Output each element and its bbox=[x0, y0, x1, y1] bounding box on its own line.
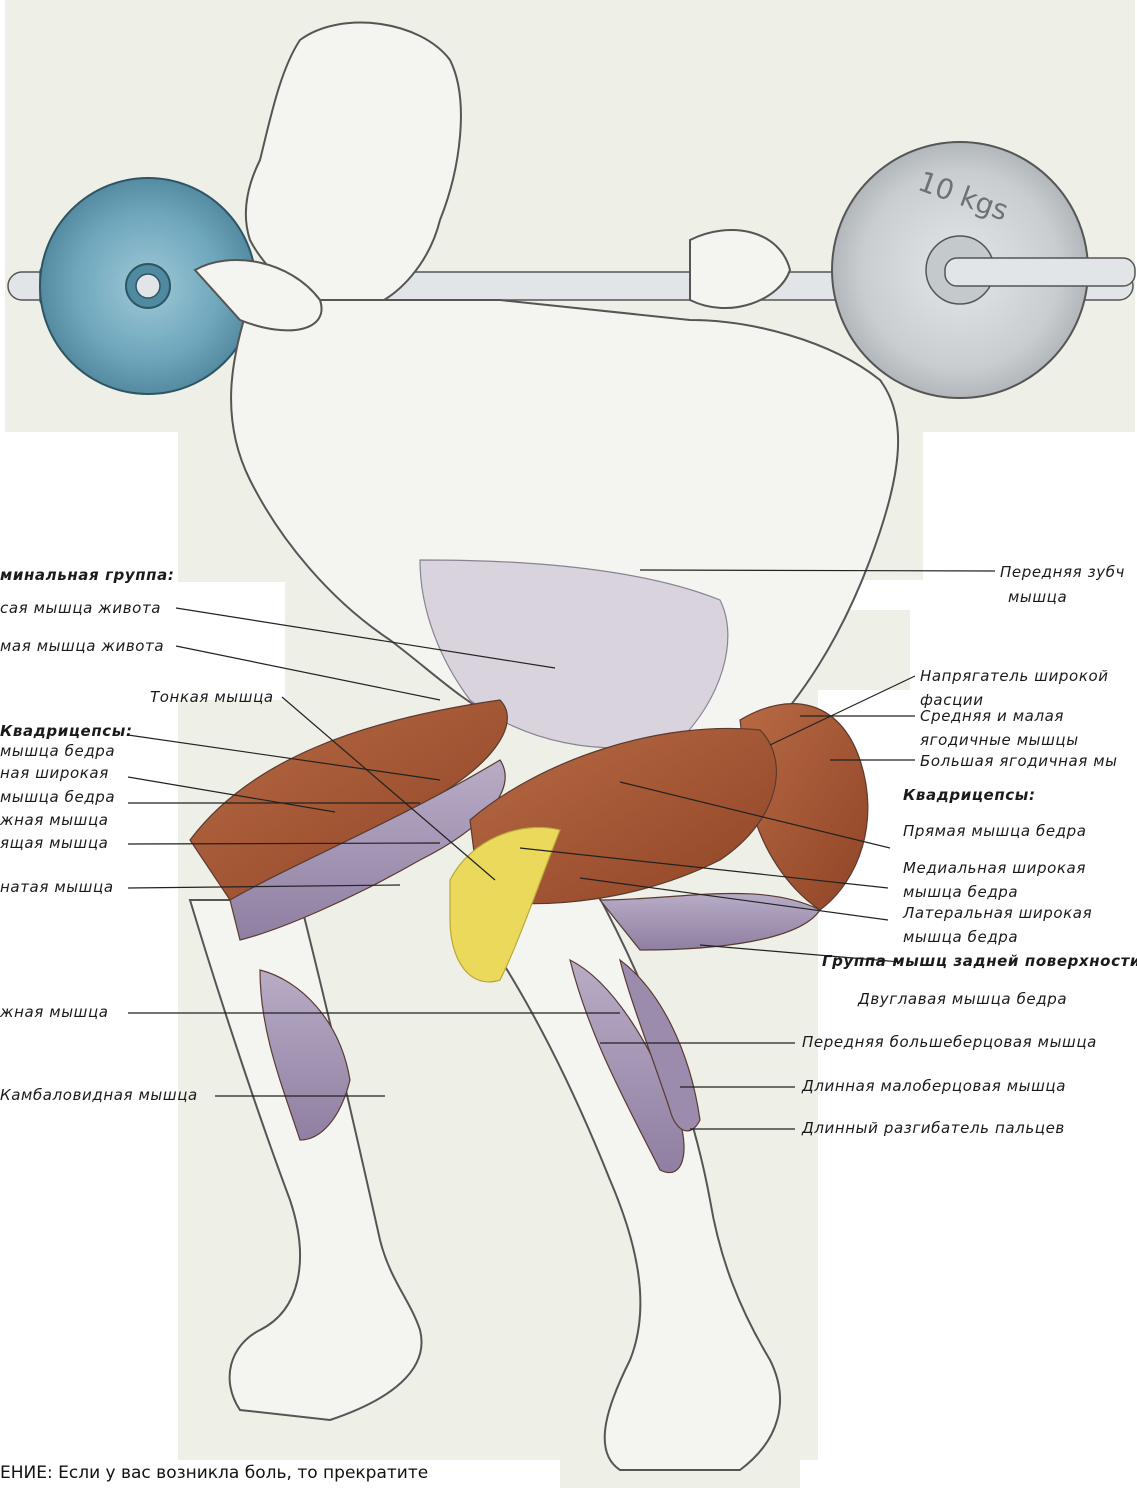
label-oblique: сая мышца живота bbox=[0, 599, 161, 617]
label-vastus-lateralis-right-1: Латеральная широкая bbox=[903, 904, 1092, 922]
label-adductor-left: ящая мышца bbox=[0, 834, 108, 852]
label-glute-med-1: Средняя и малая bbox=[920, 707, 1064, 725]
label-biceps-femoris: Двуглавая мышца бедра bbox=[858, 990, 1067, 1008]
label-vastus-lateralis-right-2: мышца бедра bbox=[903, 928, 1018, 946]
label-tibialis-anterior: Передняя большеберцовая мышца bbox=[802, 1033, 1097, 1051]
label-rectus-femoris-right: Прямая мышца бедра bbox=[903, 822, 1087, 840]
label-quads-header-right: Квадрицепсы: bbox=[903, 786, 1036, 804]
label-sartorius-left: жная мышца bbox=[0, 811, 109, 829]
label-vastus-medialis-right-1: Медиальная широкая bbox=[903, 859, 1086, 877]
label-vastus-medialis-right-2: мышца бедра bbox=[903, 883, 1018, 901]
label-peroneus-longus: Длинная малоберцовая мышца bbox=[802, 1077, 1066, 1095]
label-gastrocnemius-left: жная мышца bbox=[0, 1003, 109, 1021]
label-glute-max: Большая ягодичная мы bbox=[920, 752, 1118, 770]
label-soleus-left: Камбаловидная мышца bbox=[0, 1086, 198, 1104]
label-vastus-medialis-left-1: ная широкая bbox=[0, 764, 109, 782]
label-gracilis: Тонкая мышца bbox=[150, 688, 274, 706]
label-serratus-2: мышца bbox=[1008, 588, 1067, 606]
label-glute-med-2: ягодичные мышцы bbox=[920, 731, 1079, 749]
label-serratus-1: Передняя зубч bbox=[1000, 563, 1125, 581]
label-rectus-femoris-left: мышца бедра bbox=[0, 742, 115, 760]
label-extensor-digitorum: Длинный разгибатель пальцев bbox=[802, 1119, 1065, 1137]
label-hamstrings-header: Группа мышц задней поверхности bbox=[822, 952, 1137, 970]
footer-warning-note: ЕНИЕ: Если у вас возникла боль, то прекр… bbox=[0, 1463, 428, 1483]
label-vastus-medialis-left-2: мышца бедра bbox=[0, 788, 115, 806]
label-abdominal-header: минальная группа: bbox=[0, 566, 174, 584]
label-quads-header-left: Квадрицепсы: bbox=[0, 722, 133, 740]
label-rectus-abdominis: мая мышца живота bbox=[0, 637, 164, 655]
label-semitendinosus-left: натая мышца bbox=[0, 878, 114, 896]
label-tfl-1: Напрягатель широкой bbox=[920, 667, 1109, 685]
